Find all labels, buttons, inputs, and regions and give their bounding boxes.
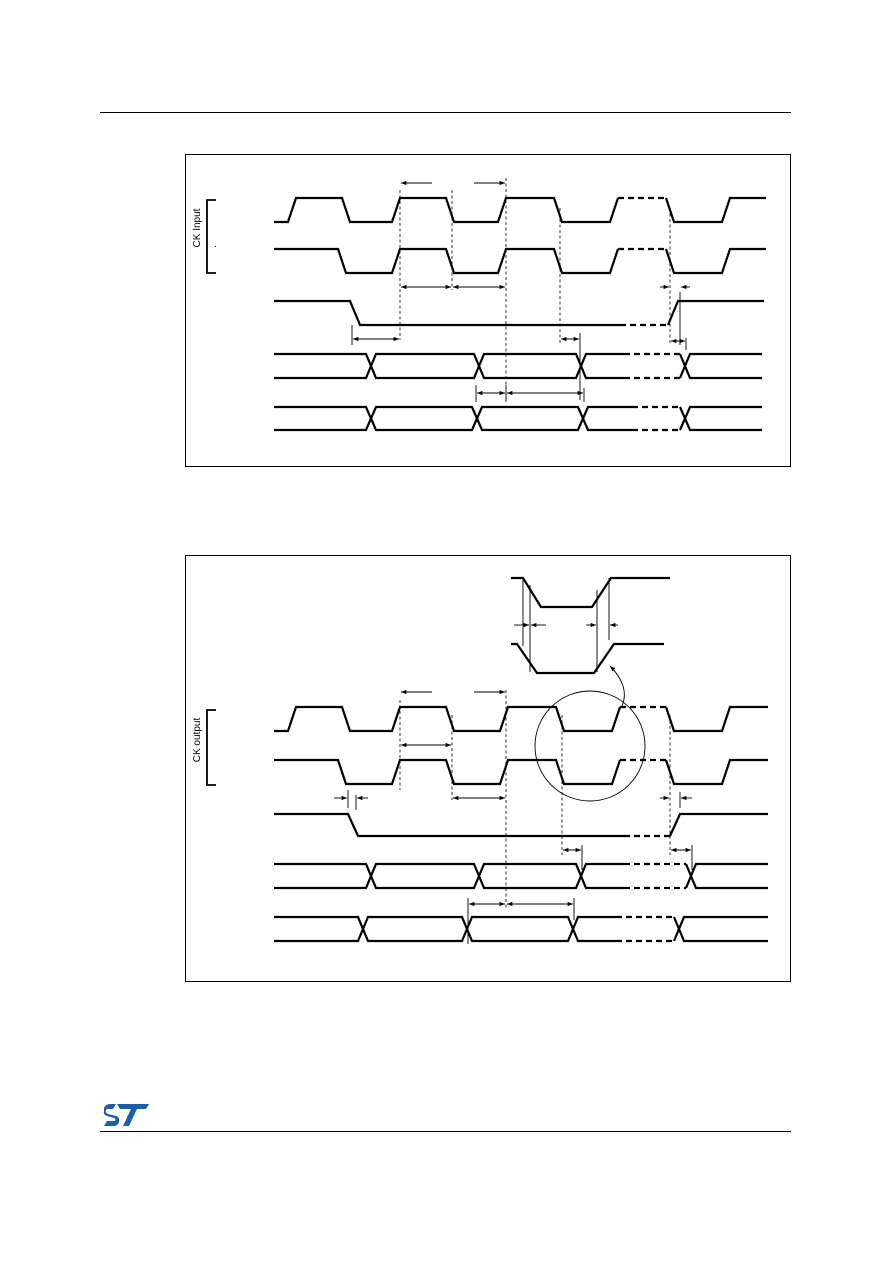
timing-guides-2	[347, 690, 693, 944]
data-bus-2	[274, 405, 762, 432]
st-logo-icon	[104, 1104, 149, 1126]
clock-out-waveform-2	[274, 758, 622, 786]
zoom-circle	[534, 690, 646, 802]
data-bus-1	[274, 352, 762, 380]
ck-output-bracket	[206, 709, 216, 786]
enable-out-waveform-end	[668, 812, 768, 837]
footer-rule	[100, 1131, 791, 1132]
clock-out-waveform-2-end	[664, 758, 768, 786]
ck-input-label: CK Input	[192, 208, 203, 247]
enable-out-waveform	[274, 812, 624, 838]
timing-arrows-1	[353, 180, 690, 396]
timing-arrows-2	[334, 689, 692, 907]
timing-diagram-ck-output	[185, 555, 791, 982]
timing-guides-1	[351, 178, 687, 402]
enable-waveform	[274, 299, 620, 327]
enable-waveform-end	[666, 299, 764, 326]
ck-output-label: CK output	[192, 718, 203, 763]
label-dot: .	[214, 239, 217, 250]
data-out-bus-1	[274, 862, 768, 890]
zoom-inset	[511, 576, 670, 675]
clock-waveform-1	[274, 196, 620, 224]
clock-waveform-2-end	[664, 247, 766, 275]
clock-out-waveform-1-end	[664, 705, 768, 733]
data-out-bus-2	[274, 915, 768, 943]
zoom-pointer	[609, 665, 625, 707]
header-rule	[100, 112, 791, 113]
clock-out-waveform-1	[274, 705, 622, 733]
clock-waveform-2	[274, 247, 620, 275]
timing-diagram-ck-input	[185, 154, 791, 467]
clock-waveform-1-end	[664, 196, 766, 224]
ck-input-bracket	[206, 199, 216, 274]
